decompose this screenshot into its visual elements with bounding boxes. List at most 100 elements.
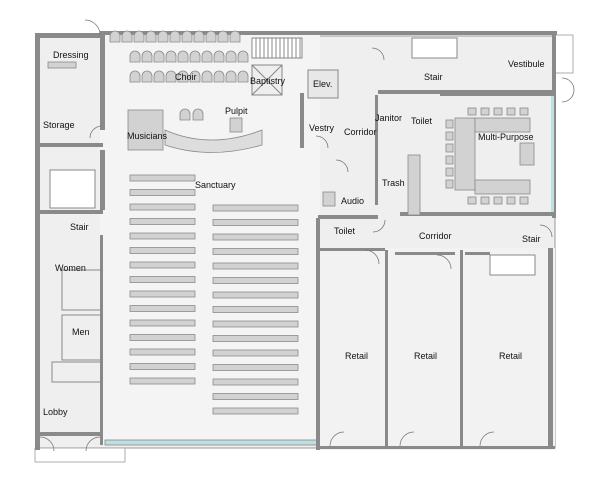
label-trash: Trash <box>382 178 405 188</box>
label-storage: Storage <box>43 120 75 130</box>
label-choir: Choir <box>175 72 197 82</box>
pew <box>212 306 299 313</box>
exterior-walls <box>35 31 557 450</box>
pew <box>212 204 299 212</box>
choir-chair <box>189 70 201 83</box>
chair <box>480 196 490 205</box>
chair <box>445 179 454 189</box>
restroom-stalls <box>51 269 103 383</box>
retail-floor <box>318 248 555 450</box>
label-women: Women <box>55 263 86 273</box>
pew <box>212 248 299 255</box>
stairs <box>49 37 536 276</box>
label-stair-left: Stair <box>70 222 89 232</box>
chair <box>467 107 477 116</box>
chair <box>445 131 454 141</box>
choir-chair <box>157 30 169 43</box>
label-dressing: Dressing <box>53 50 89 60</box>
label-retail-3: Retail <box>499 351 522 361</box>
chair <box>192 108 204 121</box>
choir-chair <box>201 50 213 63</box>
choir-chair <box>225 70 237 83</box>
pew <box>129 203 196 211</box>
chair <box>445 155 454 165</box>
label-corridor-lower: Corridor <box>419 231 452 241</box>
multipurpose-chairs <box>445 107 529 205</box>
choir-chair <box>169 30 181 43</box>
audio-desk <box>322 191 336 207</box>
pulpit-icon <box>229 117 243 133</box>
table-bottom <box>474 179 531 195</box>
pew <box>212 233 299 241</box>
label-retail-2: Retail <box>414 351 437 361</box>
choir-chair <box>165 50 177 63</box>
label-baptistry: Baptistry <box>250 76 286 86</box>
chair <box>519 196 529 205</box>
pew <box>129 305 196 312</box>
chair <box>445 143 454 153</box>
pew <box>129 218 196 225</box>
pew <box>129 348 196 356</box>
chair <box>493 196 503 205</box>
vestibule-canopy <box>554 34 574 74</box>
label-stair-top: Stair <box>424 72 443 82</box>
pew <box>212 277 299 284</box>
choir-chair <box>141 70 153 83</box>
pew <box>212 262 299 270</box>
choir-chair <box>109 30 121 43</box>
chair <box>445 119 454 129</box>
pew <box>129 290 196 298</box>
musicians-platform <box>127 109 164 151</box>
choir-chair <box>217 30 229 43</box>
pew <box>129 334 196 341</box>
choir-chair <box>237 50 249 63</box>
doors[interactable] <box>39 19 575 452</box>
pew <box>212 335 299 342</box>
choir-chair <box>229 30 241 43</box>
pew <box>212 378 299 386</box>
choir-chair <box>141 50 153 63</box>
pew <box>129 363 196 370</box>
trash-bins <box>407 154 421 216</box>
choir-chair <box>145 30 157 43</box>
label-stair-right: Stair <box>522 234 541 244</box>
pew <box>212 407 299 415</box>
choir-chair <box>129 70 141 83</box>
pulpit-platform <box>164 129 263 153</box>
choir-chair <box>121 30 133 43</box>
chair <box>179 108 191 121</box>
dressing-bench <box>47 61 77 69</box>
pew <box>129 232 196 240</box>
choir-chair <box>129 50 141 63</box>
label-janitor: Janitor <box>375 113 402 123</box>
pew <box>212 291 299 299</box>
label-vestibule: Vestibule <box>508 59 545 69</box>
elevator-shaft <box>307 69 339 99</box>
pew <box>129 276 196 283</box>
choir-chair <box>165 70 177 83</box>
pew <box>212 393 299 400</box>
label-elevator: Elev. <box>313 79 332 89</box>
pew <box>129 377 196 385</box>
pew <box>129 261 196 269</box>
furniture <box>47 61 535 216</box>
label-audio: Audio <box>341 196 364 206</box>
side-table <box>519 142 535 166</box>
choir-chair <box>153 70 165 83</box>
label-vestry: Vestry <box>309 123 335 133</box>
label-lobby: Lobby <box>43 407 68 417</box>
table-top <box>474 117 531 133</box>
choir-chair <box>189 50 201 63</box>
choir-chair <box>201 70 213 83</box>
choir-chair <box>225 50 237 63</box>
pew <box>212 364 299 371</box>
pew <box>129 174 196 182</box>
chair <box>506 196 516 205</box>
label-toilet-upper: Toilet <box>411 116 433 126</box>
chair <box>445 167 454 177</box>
label-corridor-upper: Corridor <box>344 127 377 137</box>
pew <box>212 320 299 328</box>
choir-seating <box>109 30 249 121</box>
